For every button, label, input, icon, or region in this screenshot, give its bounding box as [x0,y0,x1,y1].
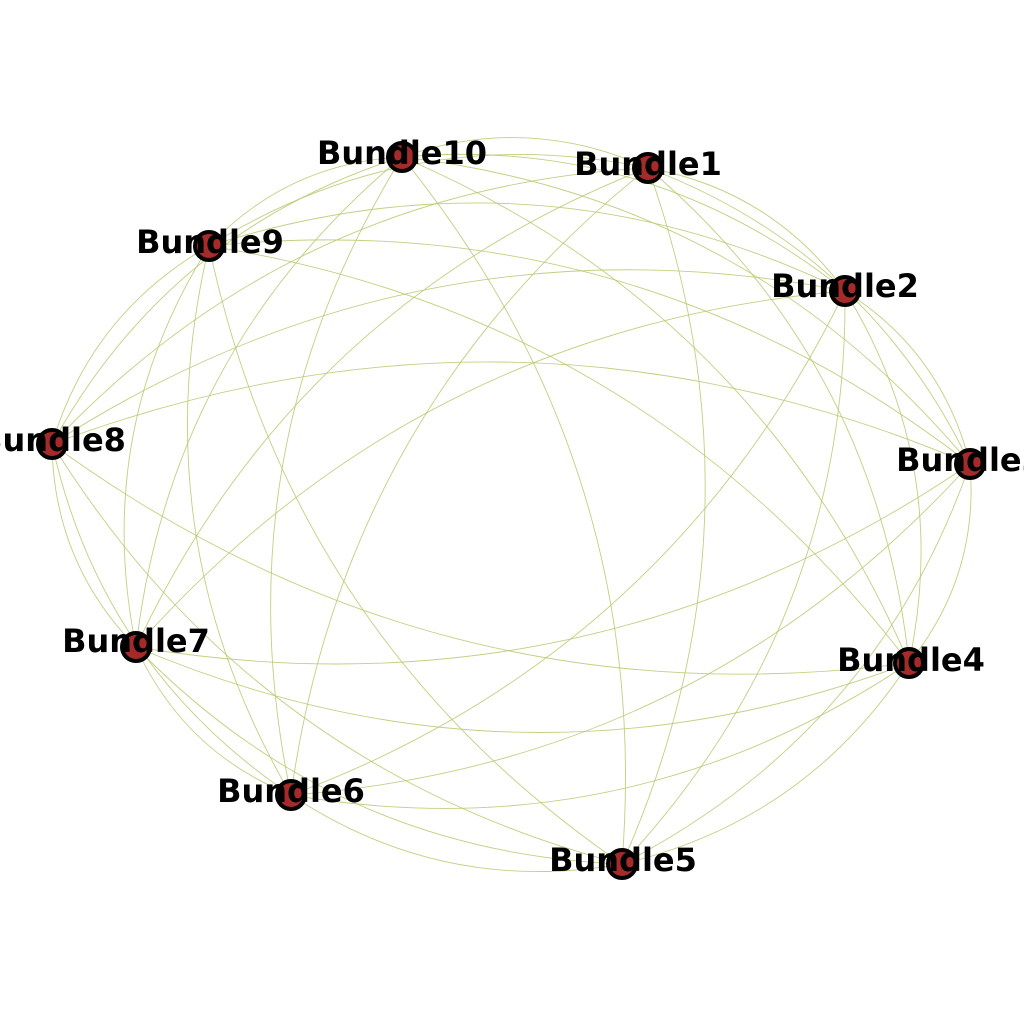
node-bundle5-label: Bundle5 [549,841,697,879]
edge-bundle2-bundle7 [135,290,846,648]
edge-bundle5-bundle6 [290,794,623,872]
edge-bundle3-bundle10 [401,156,971,465]
node-bundle3-label: Bundle3 [896,441,1024,479]
edge-bundle1-bundle4 [647,167,910,664]
node-bundle7-marker [120,631,152,663]
edge-bundle2-bundle10 [401,153,846,292]
edge-bundle1-bundle6 [290,167,649,796]
node-bundle10[interactable]: Bundle10 [317,134,487,173]
node-bundle6-marker [275,779,307,811]
edge-bundle3-bundle7 [135,463,971,665]
edge-bundle9-bundle10 [208,156,403,247]
edge-bundle2-bundle6 [290,290,846,796]
node-bundle3-marker [954,448,986,480]
edge-bundle7-bundle10 [135,156,403,648]
edge-bundle4-bundle7 [135,646,910,733]
edge-bundle1-bundle5 [621,167,706,865]
edge-bundle4-bundle9 [208,245,910,664]
node-bundle9-label: Bundle9 [136,223,284,261]
node-bundle1-label: Bundle1 [574,145,722,183]
edges-layer [51,137,972,872]
node-bundle8-marker [36,428,68,460]
node-bundle5-marker [606,848,638,880]
edge-bundle6-bundle7 [135,646,292,796]
edge-bundle5-bundle7 [135,646,623,865]
edge-bundle7-bundle9 [123,245,210,648]
edge-bundle4-bundle10 [401,156,910,664]
edge-bundle6-bundle9 [187,245,292,796]
node-bundle5[interactable]: Bundle5 [549,841,697,880]
edge-bundle5-bundle10 [401,156,626,865]
edge-bundle5-bundle9 [208,245,623,865]
node-bundle1-marker [632,152,664,184]
edge-bundle6-bundle10 [270,156,403,796]
nodes-layer: Bundle1 Bundle2 Bundle3 Bundle4 Bundle5 … [0,134,1024,880]
edge-bundle4-bundle5 [621,662,910,865]
node-bundle4-marker [893,647,925,679]
node-bundle7-label: Bundle7 [62,622,210,660]
edge-bundle3-bundle8 [51,361,971,465]
edge-bundle1-bundle9 [208,153,649,247]
edge-bundle1-bundle8 [51,167,649,445]
edge-bundle4-bundle6 [290,662,910,809]
node-bundle4-label: Bundle4 [837,641,985,679]
edge-bundle2-bundle9 [208,202,846,292]
node-bundle4[interactable]: Bundle4 [837,641,985,679]
node-bundle1[interactable]: Bundle1 [574,145,722,184]
node-bundle9-marker [193,230,225,262]
node-bundle6[interactable]: Bundle6 [217,772,365,811]
node-bundle10-label: Bundle10 [317,134,487,172]
edge-bundle6-bundle8 [51,443,292,796]
edge-bundle3-bundle9 [208,239,971,465]
edge-bundle2-bundle3 [844,290,971,465]
node-bundle2-marker [829,275,861,307]
edge-bundle4-bundle8 [51,443,910,675]
edge-bundle2-bundle4 [844,290,922,664]
edge-bundle3-bundle6 [290,463,971,796]
edge-bundle8-bundle10 [51,156,403,445]
node-bundle9[interactable]: Bundle9 [136,223,284,262]
node-bundle2-label: Bundle2 [771,267,919,305]
edge-bundle2-bundle8 [51,269,846,445]
edge-bundle1-bundle10 [401,137,649,169]
node-bundle7[interactable]: Bundle7 [62,622,210,663]
edge-bundle2-bundle5 [621,290,846,865]
edge-bundle1-bundle7 [135,167,649,648]
edge-bundle8-bundle9 [51,245,210,445]
edge-bundle7-bundle8 [51,443,137,648]
edge-bundle5-bundle8 [51,443,623,865]
node-bundle8-label: Bundle8 [0,421,126,459]
edge-bundle3-bundle4 [908,463,972,664]
node-bundle6-label: Bundle6 [217,772,365,810]
edge-bundle3-bundle5 [621,463,971,865]
node-bundle3[interactable]: Bundle3 [896,441,1024,480]
node-bundle10-marker [386,141,418,173]
edge-bundle1-bundle2 [647,167,846,292]
node-bundle8[interactable]: Bundle8 [0,421,126,460]
node-bundle2[interactable]: Bundle2 [771,267,919,307]
